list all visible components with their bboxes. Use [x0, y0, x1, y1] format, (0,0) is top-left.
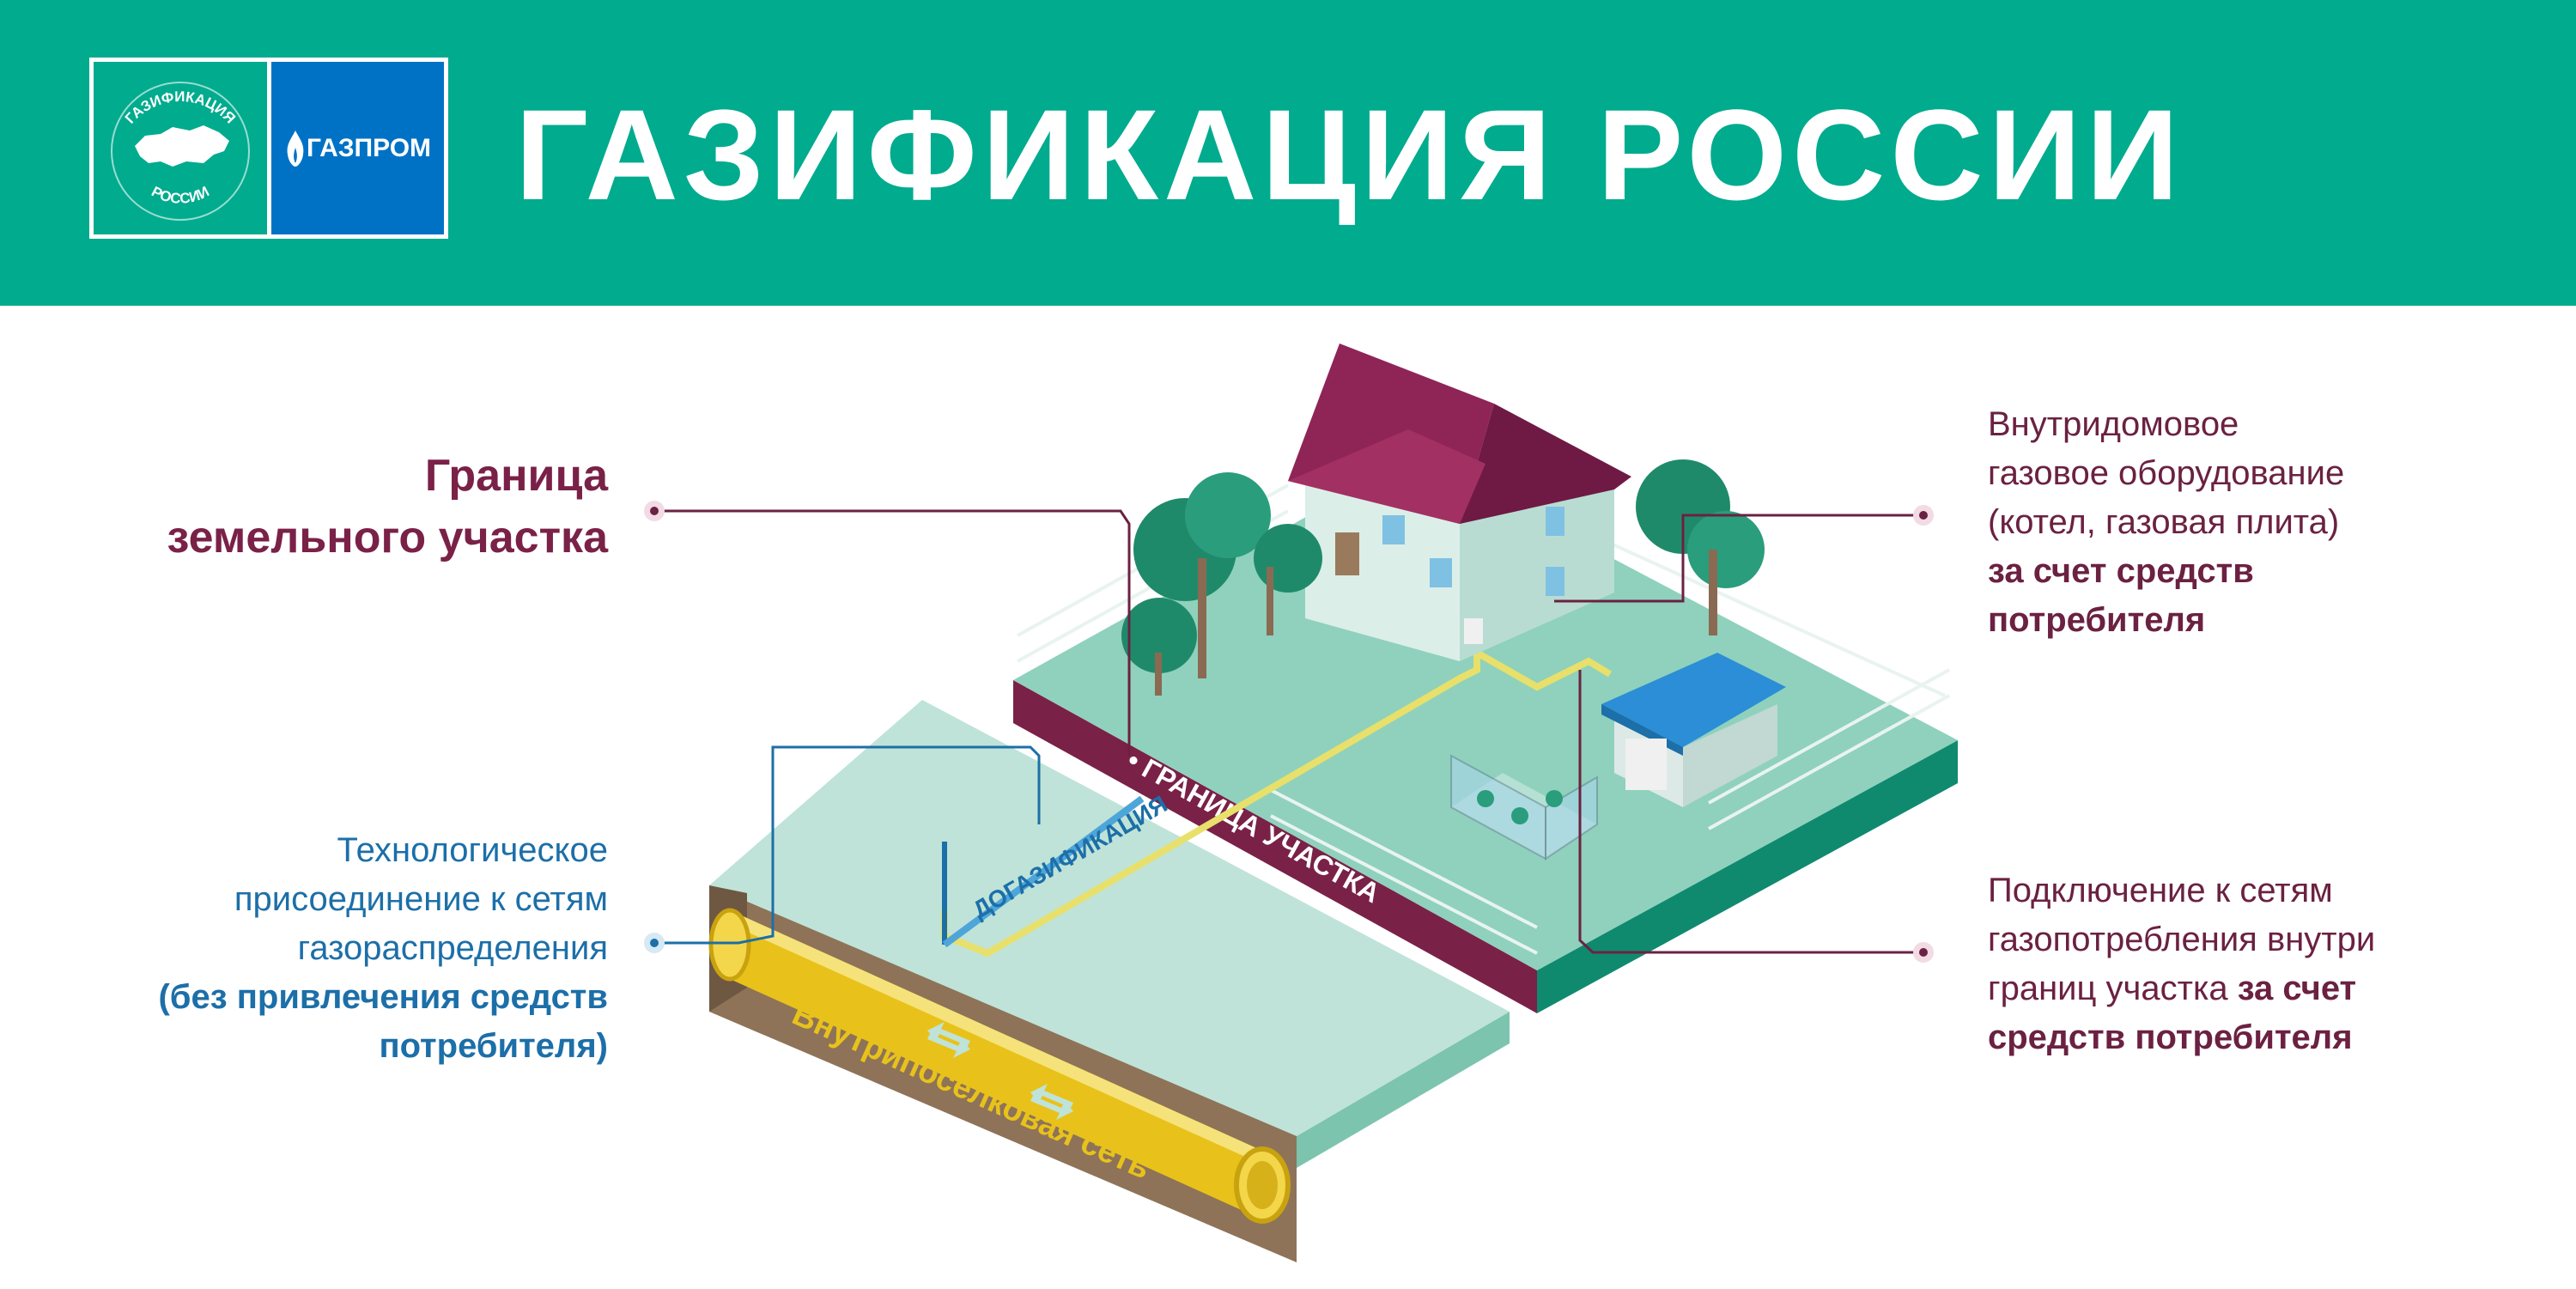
land-border-label: Граница земельного участка — [167, 451, 609, 562]
flow-arrows-icon — [927, 1022, 1073, 1120]
logo-block: ГАЗИФИКАЦИЯ РОССИИ ГАЗПРОМ — [89, 58, 448, 239]
in-house-equipment-label: Внутридомовое газовое оборудование (коте… — [1988, 405, 2345, 639]
gazprom-wordmark: ГАЗПРОМ — [306, 133, 432, 162]
russia-map-icon: ГАЗИФИКАЦИЯ РОССИИ — [111, 82, 250, 221]
callout-dots — [644, 501, 1934, 963]
plot-border-strip — [1013, 680, 1537, 1013]
consumer-gas-line — [941, 647, 1613, 958]
road-surface — [709, 700, 1510, 1136]
callout-lines — [654, 509, 1923, 954]
consumer-connection-label: Подключение к сетям газопотребления внут… — [1988, 872, 2376, 1056]
gas-meter-icon — [1464, 618, 1483, 644]
tech-connection-label: Технологическое присоединение к сетям га… — [158, 831, 608, 1065]
gas-pipe — [730, 910, 1262, 1219]
house — [1288, 344, 1631, 661]
flame-icon — [287, 130, 304, 167]
page-title: ГАЗИФИКАЦИЯ РОССИИ — [515, 82, 2184, 227]
gazprom-logo: ГАЗПРОМ — [271, 62, 444, 234]
header-banner: ГАЗИФИКАЦИЯ РОССИИ ГАЗПРОМ ГАЗИФИКАЦИЯ Р… — [0, 0, 2576, 306]
tree-icon — [1121, 459, 1765, 696]
plot-lawn — [1013, 455, 1958, 970]
garage — [1601, 653, 1786, 807]
greenhouse — [1450, 754, 1598, 860]
gasification-russia-logo: ГАЗИФИКАЦИЯ РОССИИ — [94, 62, 271, 234]
